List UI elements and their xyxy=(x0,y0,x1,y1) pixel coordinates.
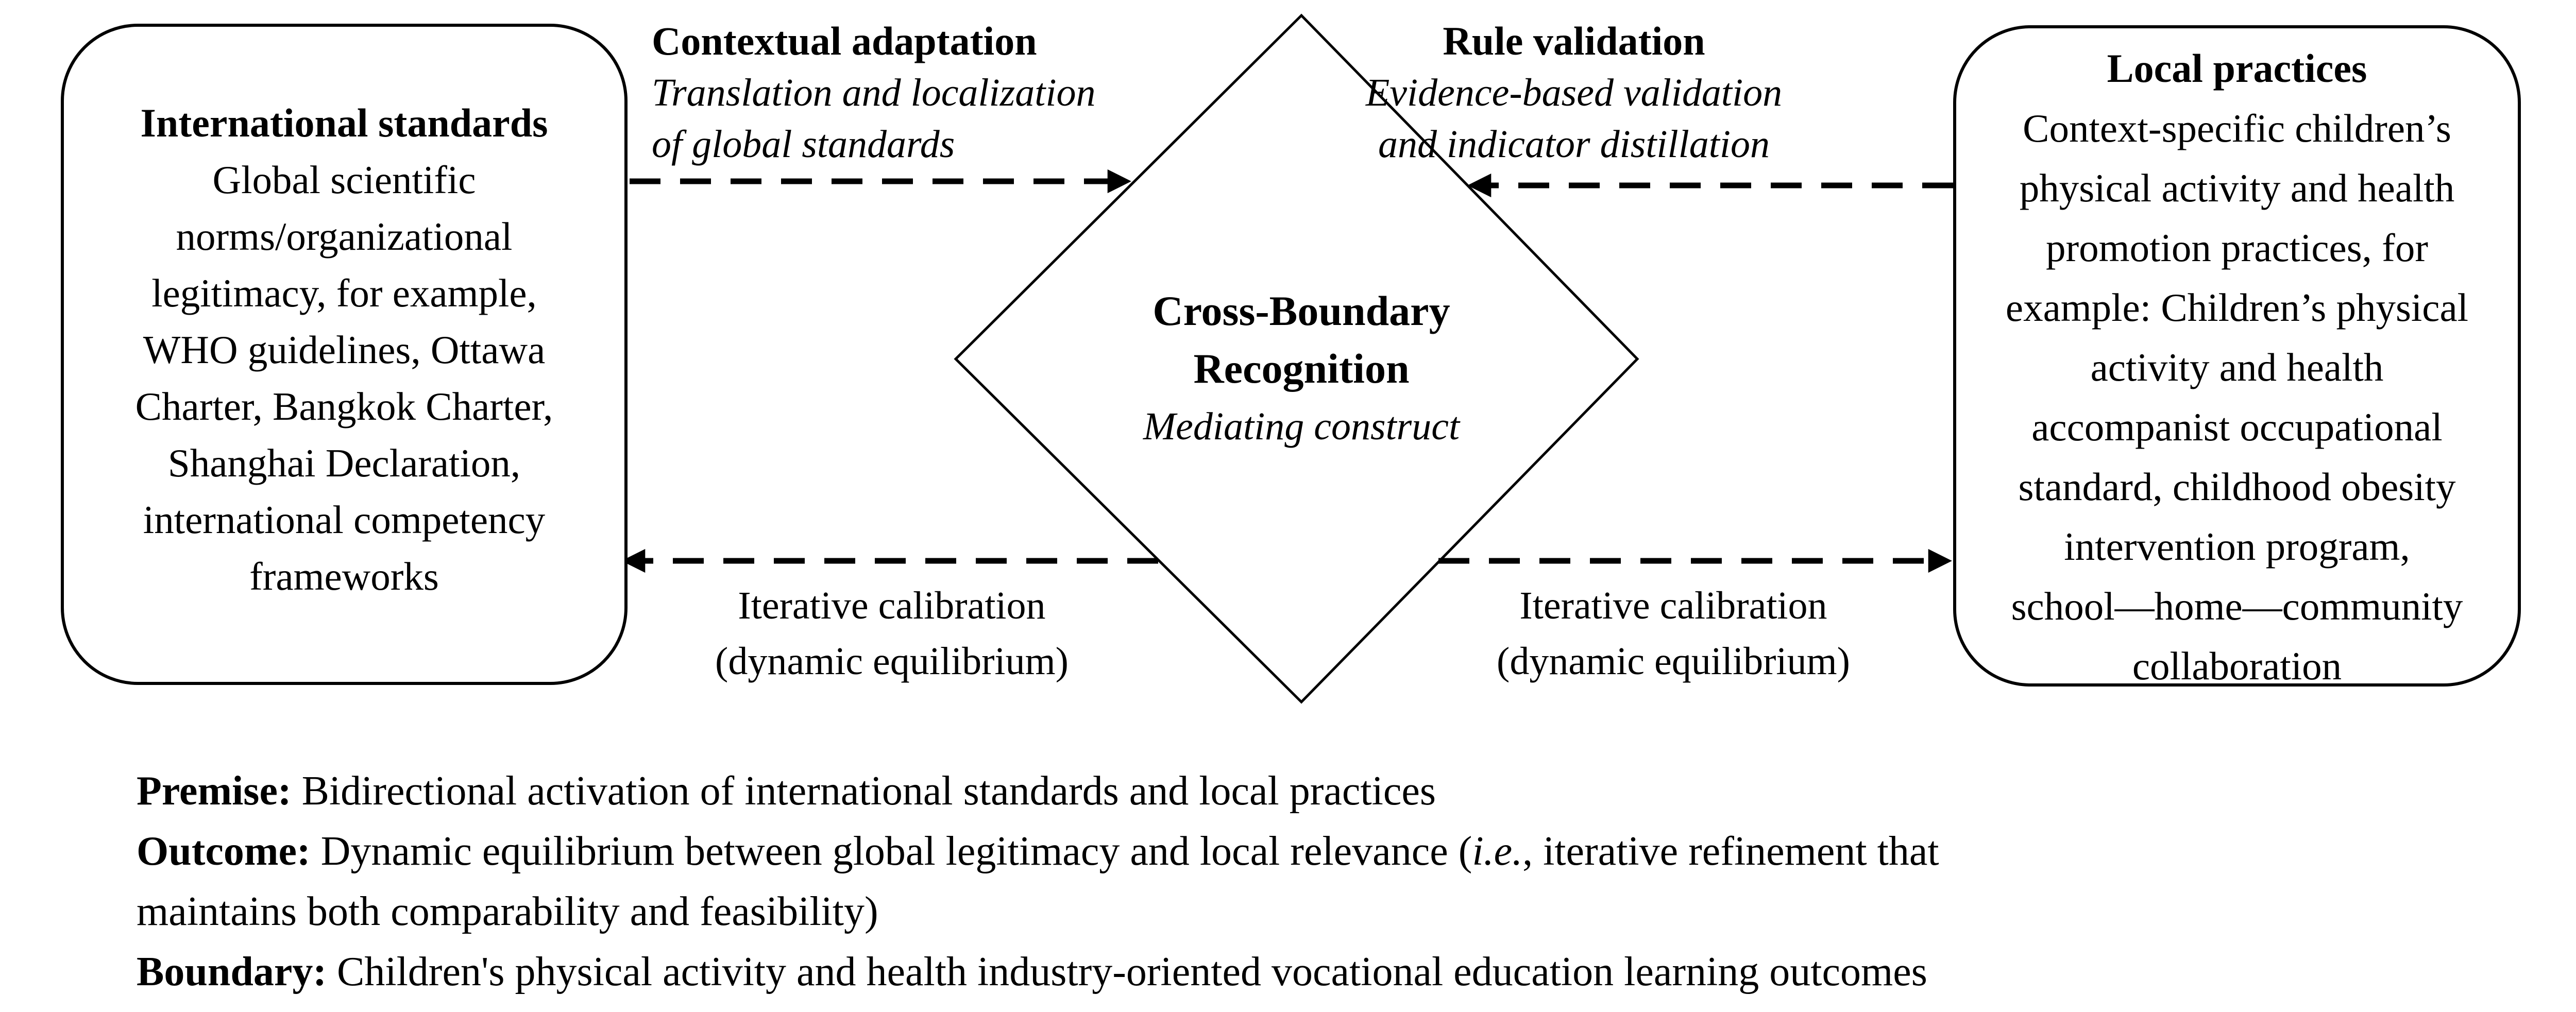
international-standards-line-1: Global scientific xyxy=(212,158,476,202)
local-practices-line-10: collaboration xyxy=(2132,644,2342,688)
figure-notes: Premise: Bidirectional activation of int… xyxy=(137,761,2558,1002)
diamond-title-line-1: Cross-Boundary xyxy=(1153,287,1450,334)
outcome-label: Outcome: xyxy=(137,829,311,874)
local-practices-line-7: standard, childhood obesity xyxy=(2018,465,2456,509)
iterative-calibration-left-line-2: (dynamic equilibrium) xyxy=(715,640,1069,683)
local-practices-title: Local practices xyxy=(2107,46,2367,91)
diamond-subtitle: Mediating construct xyxy=(1143,405,1460,448)
rule-validation-title: Rule validation xyxy=(1443,19,1705,63)
international-standards-line-6: Shanghai Declaration, xyxy=(167,441,521,485)
iterative-calibration-left-line-1: Iterative calibration xyxy=(738,584,1046,627)
local-practices-line-3: promotion practices, for xyxy=(2046,226,2428,270)
premise-text: Bidirectional activation of internationa… xyxy=(291,768,1436,814)
diamond-shape xyxy=(954,13,1639,704)
boundary-label: Boundary: xyxy=(137,949,327,994)
premise-line: Premise: Bidirectional activation of int… xyxy=(137,761,2558,821)
local-practices-line-5: activity and health xyxy=(2090,345,2384,389)
international-standards-line-3: legitimacy, for example, xyxy=(151,271,537,315)
local-practices-line-4: example: Children’s physical xyxy=(2005,285,2469,330)
contextual-adaptation-title: Contextual adaptation xyxy=(652,19,1037,63)
local-practices-line-2: physical activity and health xyxy=(2019,166,2455,210)
contextual-adaptation-desc-2: of global standards xyxy=(652,123,955,166)
boundary-line: Boundary: Children's physical activity a… xyxy=(137,942,2558,1002)
boundary-text: Children's physical activity and health … xyxy=(326,949,1927,994)
outcome-ie: i.e. xyxy=(1472,829,1523,874)
outcome-text-3: maintains both comparability and feasibi… xyxy=(137,889,878,934)
cross-boundary-recognition-label: Cross-Boundary Recognition Mediating con… xyxy=(1044,282,1559,455)
contextual-adaptation-desc-1: Translation and localization xyxy=(652,71,1096,114)
rule-validation-desc-2: and indicator distillation xyxy=(1378,123,1770,166)
international-standards-line-7: international competency xyxy=(143,498,546,542)
iterative-calibration-right-line-1: Iterative calibration xyxy=(1519,584,1827,627)
local-practices-line-8: intervention program, xyxy=(2064,524,2410,569)
international-standards-title: International standards xyxy=(140,100,548,145)
outcome-line: Outcome: Dynamic equilibrium between glo… xyxy=(137,821,2558,882)
iterative-calibration-left-label: Iterative calibration (dynamic equilibri… xyxy=(660,578,1124,689)
international-standards-line-8: frameworks xyxy=(249,554,439,598)
outcome-text-1: Dynamic equilibrium between global legit… xyxy=(310,829,1472,874)
local-practices-line-9: school—home—community xyxy=(2011,584,2463,628)
iterative-calibration-right-line-2: (dynamic equilibrium) xyxy=(1497,640,1850,683)
international-standards-line-5: Charter, Bangkok Charter, xyxy=(135,384,553,428)
outcome-continuation-line: maintains both comparability and feasibi… xyxy=(137,882,2558,942)
premise-label: Premise: xyxy=(137,768,292,814)
rule-validation-desc-1: Evidence-based validation xyxy=(1365,71,1783,114)
local-practices-box: Local practices Context-specific childre… xyxy=(1953,25,2521,688)
rule-validation-label: Rule validation Evidence-based validatio… xyxy=(1365,15,1783,170)
outcome-text-2: , iterative refinement that xyxy=(1522,829,1939,874)
diamond-title-line-2: Recognition xyxy=(1193,345,1410,392)
international-standards-line-2: norms/organizational xyxy=(176,214,513,259)
contextual-adaptation-label: Contextual adaptation Translation and lo… xyxy=(652,15,1095,170)
iterative-calibration-right-label: Iterative calibration (dynamic equilibri… xyxy=(1442,578,1905,689)
international-standards-line-4: WHO guidelines, Ottawa xyxy=(143,328,546,372)
local-practices-line-6: accompanist occupational xyxy=(2031,405,2443,449)
international-standards-box: International standards Global scientifi… xyxy=(61,24,628,685)
local-practices-line-1: Context-specific children’s xyxy=(2023,106,2451,150)
